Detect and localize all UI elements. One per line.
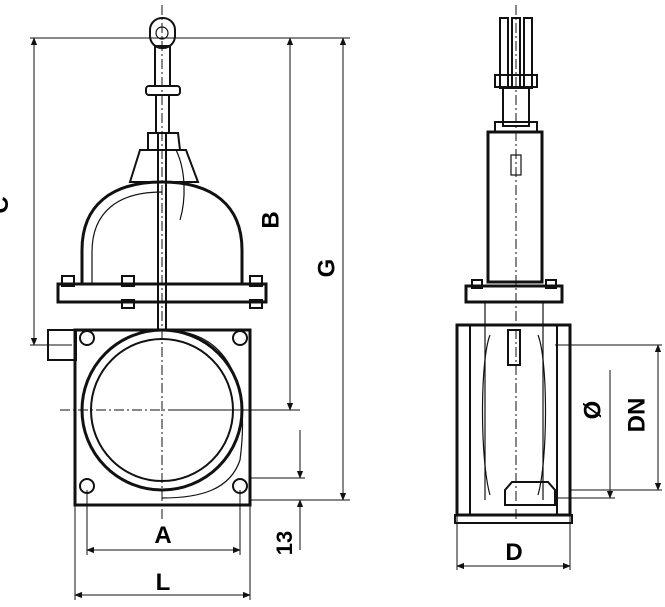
- side-flange: [464, 284, 564, 304]
- label-DN: DN: [623, 398, 650, 433]
- front-dimensions: C B G A L 13: [0, 37, 350, 600]
- lifting-eye: [145, 17, 181, 134]
- flange-bolts: [61, 275, 263, 309]
- label-B: B: [257, 211, 284, 228]
- label-G: G: [313, 259, 340, 278]
- label-phi: Ø: [579, 401, 606, 420]
- yoke-neck: [147, 132, 182, 151]
- label-A: A: [154, 522, 171, 549]
- side-gate-seat: [504, 481, 556, 506]
- label-D: D: [505, 539, 522, 566]
- bonnet-dome: [80, 180, 244, 285]
- label-L: L: [156, 569, 171, 596]
- side-view: [454, 5, 573, 524]
- front-view: [47, 5, 290, 520]
- yoke-body: [128, 149, 200, 183]
- label-C: C: [0, 196, 14, 213]
- side-housing: [486, 130, 544, 284]
- label-13: 13: [272, 531, 297, 555]
- side-dimensions: D Ø DN: [456, 344, 662, 570]
